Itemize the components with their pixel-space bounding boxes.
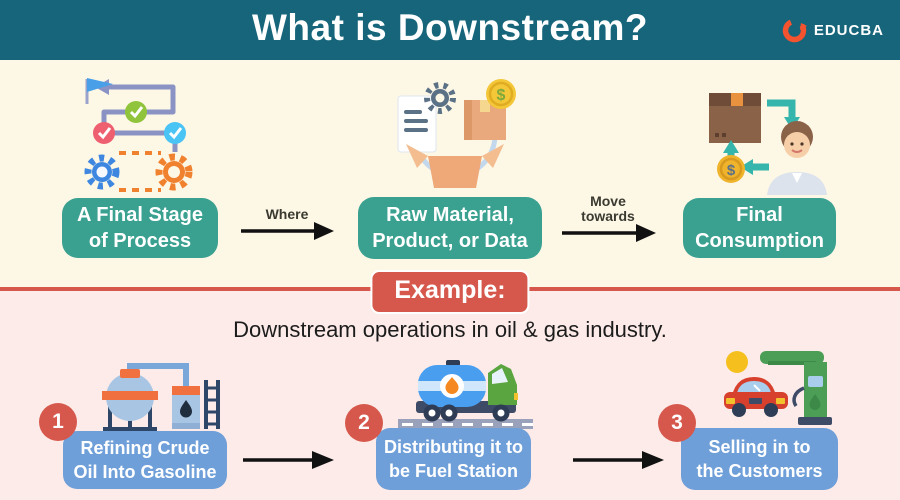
step-number-3: 3 — [658, 404, 696, 442]
page-title: What is Downstream? — [252, 7, 648, 48]
educba-logo-icon — [782, 18, 807, 43]
arrow-where — [241, 222, 334, 240]
step-box-selling: Selling in to the Customers — [681, 428, 838, 490]
header-bar: What is Downstream? EDUCBA — [0, 0, 900, 60]
svg-text:$: $ — [497, 87, 506, 104]
step-box-refining: Refining Crude Oil Into Gasoline — [63, 431, 227, 489]
definition-box-raw-material: Raw Material, Product, or Data — [358, 197, 542, 259]
example-badge: Example: — [370, 270, 530, 314]
brand-name: EDUCBA — [813, 22, 884, 39]
connector-label-where: Where — [265, 206, 309, 222]
process-flow-icon — [84, 78, 193, 192]
final-consumption-icon: $ — [709, 93, 827, 195]
definition-box-final-stage: A Final Stage of Process — [62, 198, 218, 258]
step-number-2: 2 — [345, 404, 383, 442]
oil-refinery-icon — [102, 363, 220, 431]
gas-station-icon — [724, 351, 832, 425]
step-number-1: 1 — [39, 403, 77, 441]
raw-material-icon: $ — [397, 79, 516, 188]
arrow-step1-to-step2 — [243, 451, 334, 469]
brand-logo: EDUCBA — [781, 17, 884, 44]
fuel-tanker-truck-icon — [398, 360, 533, 429]
definition-box-final-consumption: Final Consumption — [683, 198, 836, 258]
step-box-distributing: Distributing it to be Fuel Station — [376, 428, 531, 490]
connector-label-move-towards: Move towards — [581, 193, 635, 224]
svg-text:$: $ — [727, 162, 736, 179]
definition-section: $ $ — [0, 60, 900, 289]
arrow-step2-to-step3 — [573, 451, 664, 469]
example-caption: Downstream operations in oil & gas indus… — [233, 317, 667, 342]
arrow-move-towards — [562, 224, 656, 242]
